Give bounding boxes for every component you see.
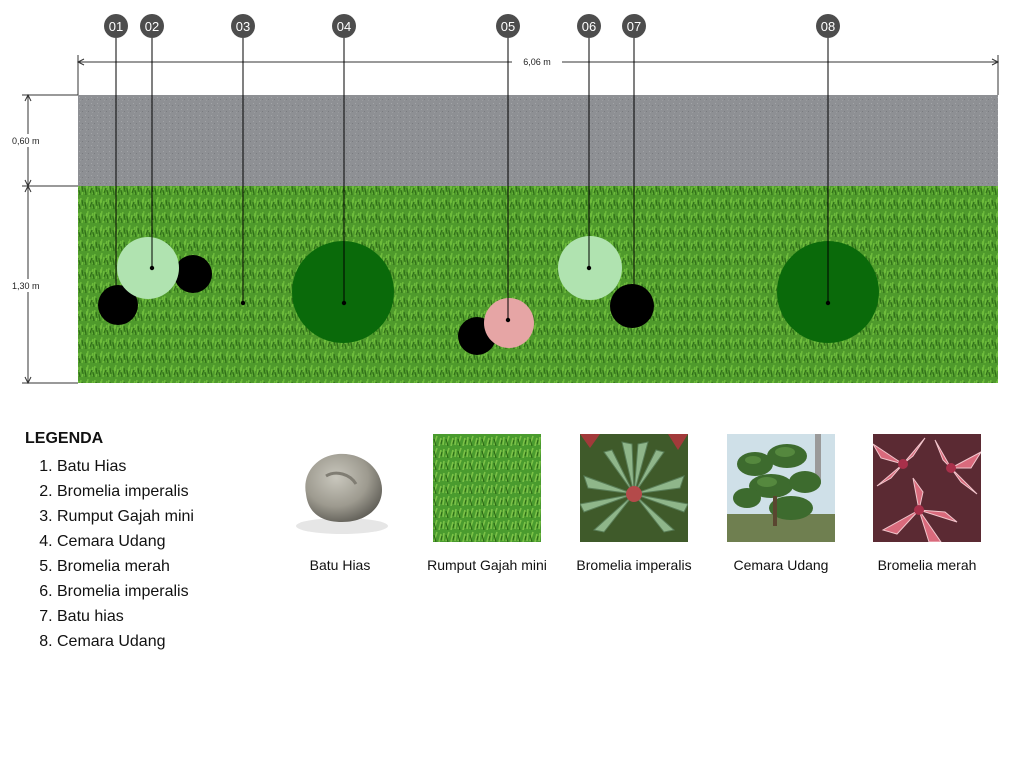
legend-item: Cemara Udang <box>57 629 265 654</box>
lawn-height-label: 1,30 m <box>12 281 40 291</box>
marker-number: 04 <box>337 19 351 34</box>
bromelia-merah-plant <box>484 298 534 348</box>
paving-area <box>78 95 998 186</box>
batu-hias-stone <box>98 285 138 325</box>
bromelia-imperalis-photo-icon <box>580 434 688 542</box>
marker-number: 07 <box>627 19 641 34</box>
marker-06: 06 <box>577 14 601 38</box>
bromelia-imperalis-plant <box>117 237 179 299</box>
bromelia-merah-photo-icon <box>873 434 981 542</box>
marker-04: 04 <box>332 14 356 38</box>
sample-label: Bromelia merah <box>877 557 977 573</box>
legend-list: Batu Hias Bromelia imperalis Rumput Gaja… <box>25 454 265 654</box>
cemara-udang-photo-icon <box>727 434 835 542</box>
legend-item: Bromelia imperalis <box>57 479 265 504</box>
cemara-udang-tree <box>292 241 394 343</box>
marker-03: 03 <box>231 14 255 38</box>
legend-title: LEGENDA <box>25 430 104 447</box>
landscape-plan: 6,06 m 0,60 m 1,30 m <box>12 14 1000 385</box>
marker-number: 02 <box>145 19 159 34</box>
batu-hias-stone <box>610 284 654 328</box>
stone-photo-icon <box>296 453 388 534</box>
width-label: 6,06 m <box>523 57 551 67</box>
legend-item: Bromelia imperalis <box>57 579 265 604</box>
marker-number: 06 <box>582 19 596 34</box>
legend: LEGENDA Batu Hias Bromelia imperalis Rum… <box>25 430 265 654</box>
marker-number: 08 <box>821 19 835 34</box>
legend-item: Batu hias <box>57 604 265 629</box>
sample-label: Rumput Gajah mini <box>427 557 547 573</box>
marker-01: 01 <box>104 14 128 38</box>
grass-photo-icon <box>433 434 541 542</box>
sample-batu-hias: Batu Hias <box>270 434 410 575</box>
sample-label: Bromelia imperalis <box>576 557 692 573</box>
legend-item: Batu Hias <box>57 454 265 479</box>
sample-bromelia-merah: Bromelia merah <box>857 434 997 575</box>
marker-number: 05 <box>501 19 515 34</box>
marker-05: 05 <box>496 14 520 38</box>
marker-number: 03 <box>236 19 250 34</box>
sample-label: Batu Hias <box>309 557 371 573</box>
marker-07: 07 <box>622 14 646 38</box>
legend-item: Cemara Udang <box>57 529 265 554</box>
marker-08: 08 <box>816 14 840 38</box>
sample-label: Cemara Udang <box>733 557 829 573</box>
path-height-label: 0,60 m <box>12 136 40 146</box>
legend-item: Rumput Gajah mini <box>57 504 265 529</box>
sample-bromelia-imperalis: Bromelia imperalis <box>564 434 704 575</box>
marker-number: 01 <box>109 19 123 34</box>
sample-cemara-udang: Cemara Udang <box>711 434 851 575</box>
legend-item: Bromelia merah <box>57 554 265 579</box>
sample-rumput-gajah-mini: Rumput Gajah mini <box>417 434 557 575</box>
marker-02: 02 <box>140 14 164 38</box>
batu-hias-stone <box>174 255 212 293</box>
